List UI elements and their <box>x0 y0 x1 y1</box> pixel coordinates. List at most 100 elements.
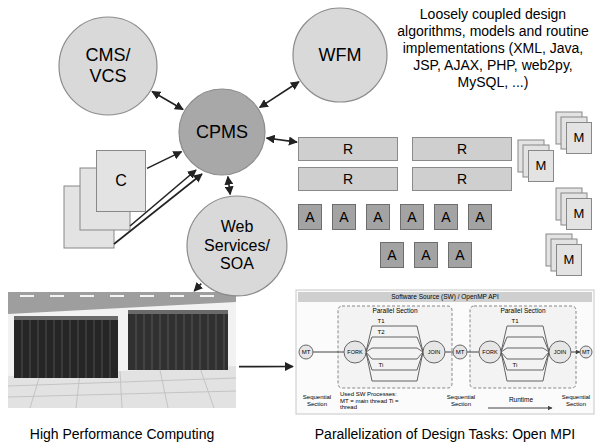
node-label: R <box>457 171 467 187</box>
node-label: A <box>407 209 416 225</box>
connector-arrow <box>152 92 183 110</box>
algorithm-box: A <box>434 204 458 230</box>
legend-note: Used SW Processes: MT = main thread Ti =… <box>340 391 404 412</box>
join-tag: JOIN <box>550 349 570 355</box>
join-tag: JOIN <box>424 349 444 355</box>
algorithm-box: A <box>366 204 390 230</box>
model-page: M <box>556 244 582 276</box>
system-circle: CMS/ VCS <box>58 16 158 116</box>
connector-arrow <box>239 366 293 368</box>
node-label: CPMS <box>196 122 248 143</box>
thread-tag: MT <box>300 349 312 356</box>
model-page: M <box>566 122 592 154</box>
node-label: R <box>343 141 353 157</box>
connector-arrow <box>260 82 299 108</box>
section-title: Parallel Section <box>340 307 450 314</box>
node-label: Parallelization of Design Tasks: Open MP… <box>315 426 575 442</box>
model-page: M <box>528 150 554 182</box>
rack-row <box>14 316 118 378</box>
axis-note: Runtime <box>501 396 541 403</box>
ceiling <box>8 292 236 314</box>
thread-name: Ti <box>375 362 387 369</box>
node-label: M <box>564 253 575 268</box>
algorithm-box: A <box>448 242 472 268</box>
rack-row <box>128 310 228 370</box>
section-note: Sequential Section <box>444 394 478 408</box>
fork-tag: FORK <box>480 349 500 355</box>
figure-panel: Parallelization of Design Tasks: Open MP… <box>294 290 596 442</box>
section-box <box>338 306 452 388</box>
photo-ground <box>8 292 236 408</box>
rack-doors <box>22 320 110 378</box>
thread-lines <box>501 326 549 381</box>
node-label: R <box>457 141 467 157</box>
algorithm-box: A <box>380 242 404 268</box>
algorithm-box: A <box>400 204 424 230</box>
node-label: WFM <box>319 45 362 66</box>
fork-tag: FORK <box>345 349 365 355</box>
algorithm-box: A <box>298 204 322 230</box>
ceiling-lights <box>20 295 214 297</box>
routine-box: R <box>412 137 512 161</box>
node-label: A <box>455 247 464 263</box>
circle-shape <box>293 8 387 102</box>
node-label: A <box>373 209 382 225</box>
connector-arrow <box>228 177 230 195</box>
section-title: Parallel Section <box>473 307 573 314</box>
photo-panel: High Performance Computing <box>6 292 238 442</box>
component-page: C <box>96 150 146 212</box>
section-note: Sequential Section <box>560 394 592 408</box>
thread-tag: MT <box>580 349 592 355</box>
model-page: M <box>566 198 592 230</box>
circle-shape <box>187 196 287 296</box>
hub-circle: CPMS <box>178 88 266 176</box>
routine-box: R <box>298 167 398 191</box>
thread-name: T1 <box>509 318 521 325</box>
connector-arrow <box>194 284 201 291</box>
node-label: M <box>574 207 585 222</box>
node-label: A <box>305 209 314 225</box>
thread-name: T1 <box>375 318 387 325</box>
section-note: Sequential Section <box>300 394 334 408</box>
node-label: M <box>574 131 585 146</box>
node-label: A <box>441 209 450 225</box>
node-label: CMS/ VCS <box>80 45 136 86</box>
node-label: M <box>536 159 547 174</box>
algorithm-box: A <box>414 242 438 268</box>
node-label: C <box>115 172 127 190</box>
thread-circle <box>453 345 467 359</box>
note-text: Loosely coupled design algorithms, model… <box>395 6 591 91</box>
api-banner <box>298 292 592 302</box>
thread-circle <box>580 346 592 358</box>
node-label: R <box>343 171 353 187</box>
algorithm-box: A <box>332 204 356 230</box>
section-box <box>470 306 576 388</box>
circle-shape <box>179 89 265 175</box>
rack-top <box>128 310 228 314</box>
figure-ground <box>296 290 594 414</box>
node-label: High Performance Computing <box>30 426 214 442</box>
routine-box: R <box>412 167 512 191</box>
node-label: A <box>475 209 484 225</box>
rack-doors <box>136 314 224 370</box>
algorithm-box: A <box>468 204 492 230</box>
circle-shape <box>59 17 157 115</box>
connector-arrow <box>147 152 182 169</box>
runtime-arrow <box>488 408 552 409</box>
thread-name: Ti <box>509 362 521 369</box>
fork-circle <box>479 341 501 363</box>
rack-top <box>14 316 118 320</box>
thread-circle <box>299 345 313 359</box>
node-label: Web Services/ SOA <box>199 218 275 273</box>
join-circle <box>549 341 571 363</box>
thread-name: T2 <box>375 329 387 336</box>
node-label: A <box>339 209 348 225</box>
service-circle: Web Services/ SOA <box>186 195 288 297</box>
banner-text: Software Source (SW) / OpenMP API <box>300 293 590 300</box>
thread-lines <box>366 326 423 381</box>
system-circle: WFM <box>292 7 388 103</box>
supercomputer-photo <box>8 292 236 408</box>
thread-tag: MT <box>454 349 466 356</box>
node-label: A <box>387 247 396 263</box>
join-circle <box>423 341 445 363</box>
